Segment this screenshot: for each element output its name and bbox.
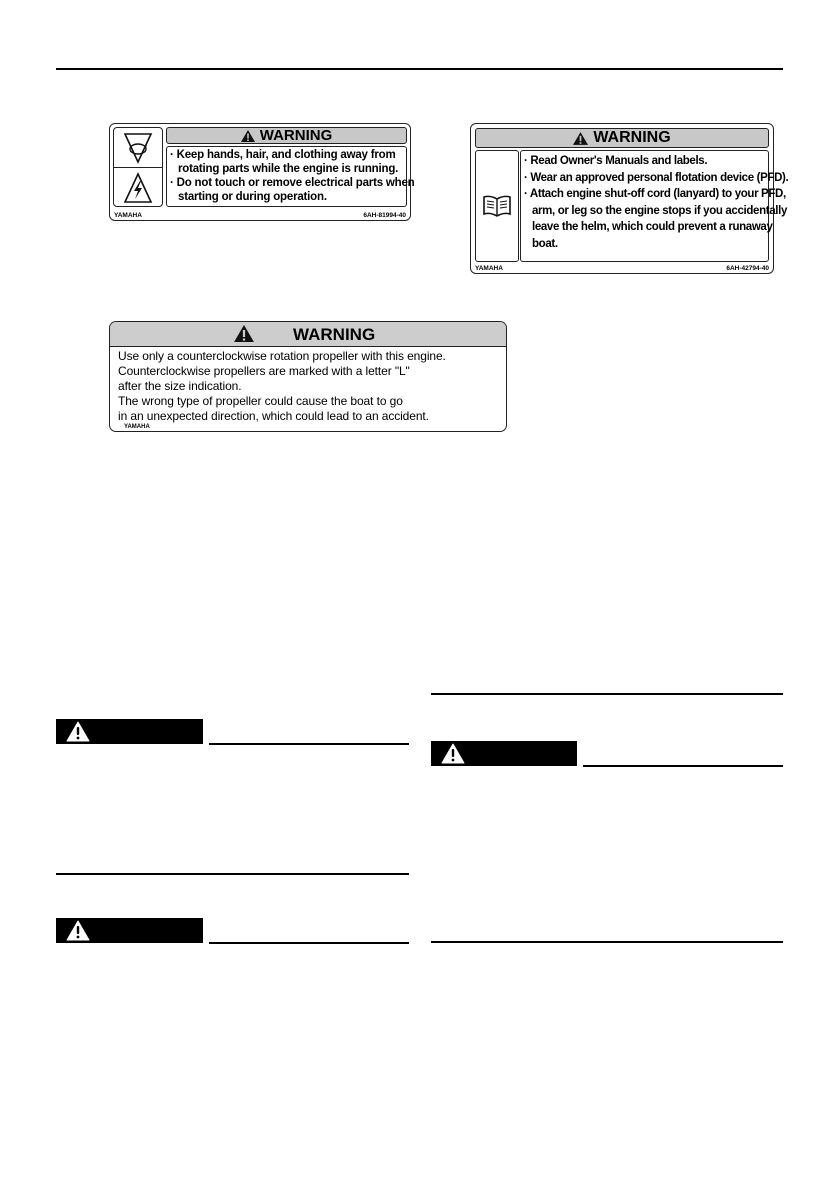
warning-header-rule xyxy=(583,765,783,767)
manual-book-icon xyxy=(475,150,519,262)
caution-triangle-icon xyxy=(66,920,90,941)
label-line: · Wear an approved personal flotation de… xyxy=(524,171,789,184)
label-body: · Read Owner's Manuals and labels. · Wea… xyxy=(520,150,789,262)
label-line: in an unexpected direction, which could … xyxy=(118,409,429,423)
label-line: · Attach engine shut-off cord (lanyard) … xyxy=(524,188,786,200)
rotating-parts-icon xyxy=(114,128,162,167)
label-brand: YAMAHA xyxy=(114,212,142,219)
label-header: WARNING xyxy=(475,128,769,148)
label-body: Use only a counterclockwise rotation pro… xyxy=(118,349,502,424)
warning-triangle-icon xyxy=(240,129,255,142)
section-end-rule xyxy=(56,873,409,875)
label-line: rotating parts while the engine is runni… xyxy=(178,163,399,175)
label-header-text: WARNING xyxy=(259,127,333,144)
label-part-number: 6AH-81994-40 xyxy=(363,212,406,219)
label-line: · Keep hands, hair, and clothing away fr… xyxy=(170,149,396,161)
warning-label-rotating-electrical: WARNING · Keep hands, hair, and clothing… xyxy=(109,123,415,221)
label-brand: YAMAHA xyxy=(475,265,503,272)
warning-triangle-icon xyxy=(234,325,254,342)
label-line: Use only a counterclockwise rotation pro… xyxy=(118,349,446,363)
label-line: · Do not touch or remove electrical part… xyxy=(170,177,415,189)
label-header-text: WARNING xyxy=(293,325,376,344)
label-header: WARNING xyxy=(166,127,407,144)
caution-triangle-icon xyxy=(441,743,465,764)
label-header-text: WARNING xyxy=(593,129,671,146)
label-brand: YAMAHA xyxy=(124,424,150,430)
warning-label-propeller: WARNING Use only a counterclockwise rota… xyxy=(109,321,507,432)
label-line: Counterclockwise propellers are marked w… xyxy=(118,364,410,378)
label-line: boat. xyxy=(532,237,558,250)
label-header: WARNING xyxy=(110,322,506,347)
section-end-rule xyxy=(431,941,783,943)
label-body: · Keep hands, hair, and clothing away fr… xyxy=(166,146,415,207)
warning-header-bar xyxy=(56,918,203,943)
section-end-rule xyxy=(431,693,783,695)
warning-triangle-icon xyxy=(573,131,589,145)
label-line: starting or during operation. xyxy=(178,191,327,203)
warning-label-owner-manual: WARNING · Read Owner's Manuals and label… xyxy=(470,123,789,274)
label-line: after the size indication. xyxy=(118,379,242,393)
warning-header-bar xyxy=(56,719,203,744)
warning-header-bar xyxy=(431,741,577,766)
label-icon-column xyxy=(113,127,163,207)
page-top-rule xyxy=(56,68,783,70)
electrical-shock-icon xyxy=(114,167,162,207)
label-line: The wrong type of propeller could cause … xyxy=(118,394,403,408)
label-part-number: 6AH-42794-40 xyxy=(726,265,769,272)
warning-header-rule xyxy=(209,743,409,745)
label-line: arm, or leg so the engine stops if you a… xyxy=(532,204,788,217)
label-line: leave the helm, which could prevent a ru… xyxy=(532,221,773,233)
caution-triangle-icon xyxy=(66,721,90,742)
label-line: · Read Owner's Manuals and labels. xyxy=(524,155,708,167)
warning-header-rule xyxy=(209,942,409,944)
